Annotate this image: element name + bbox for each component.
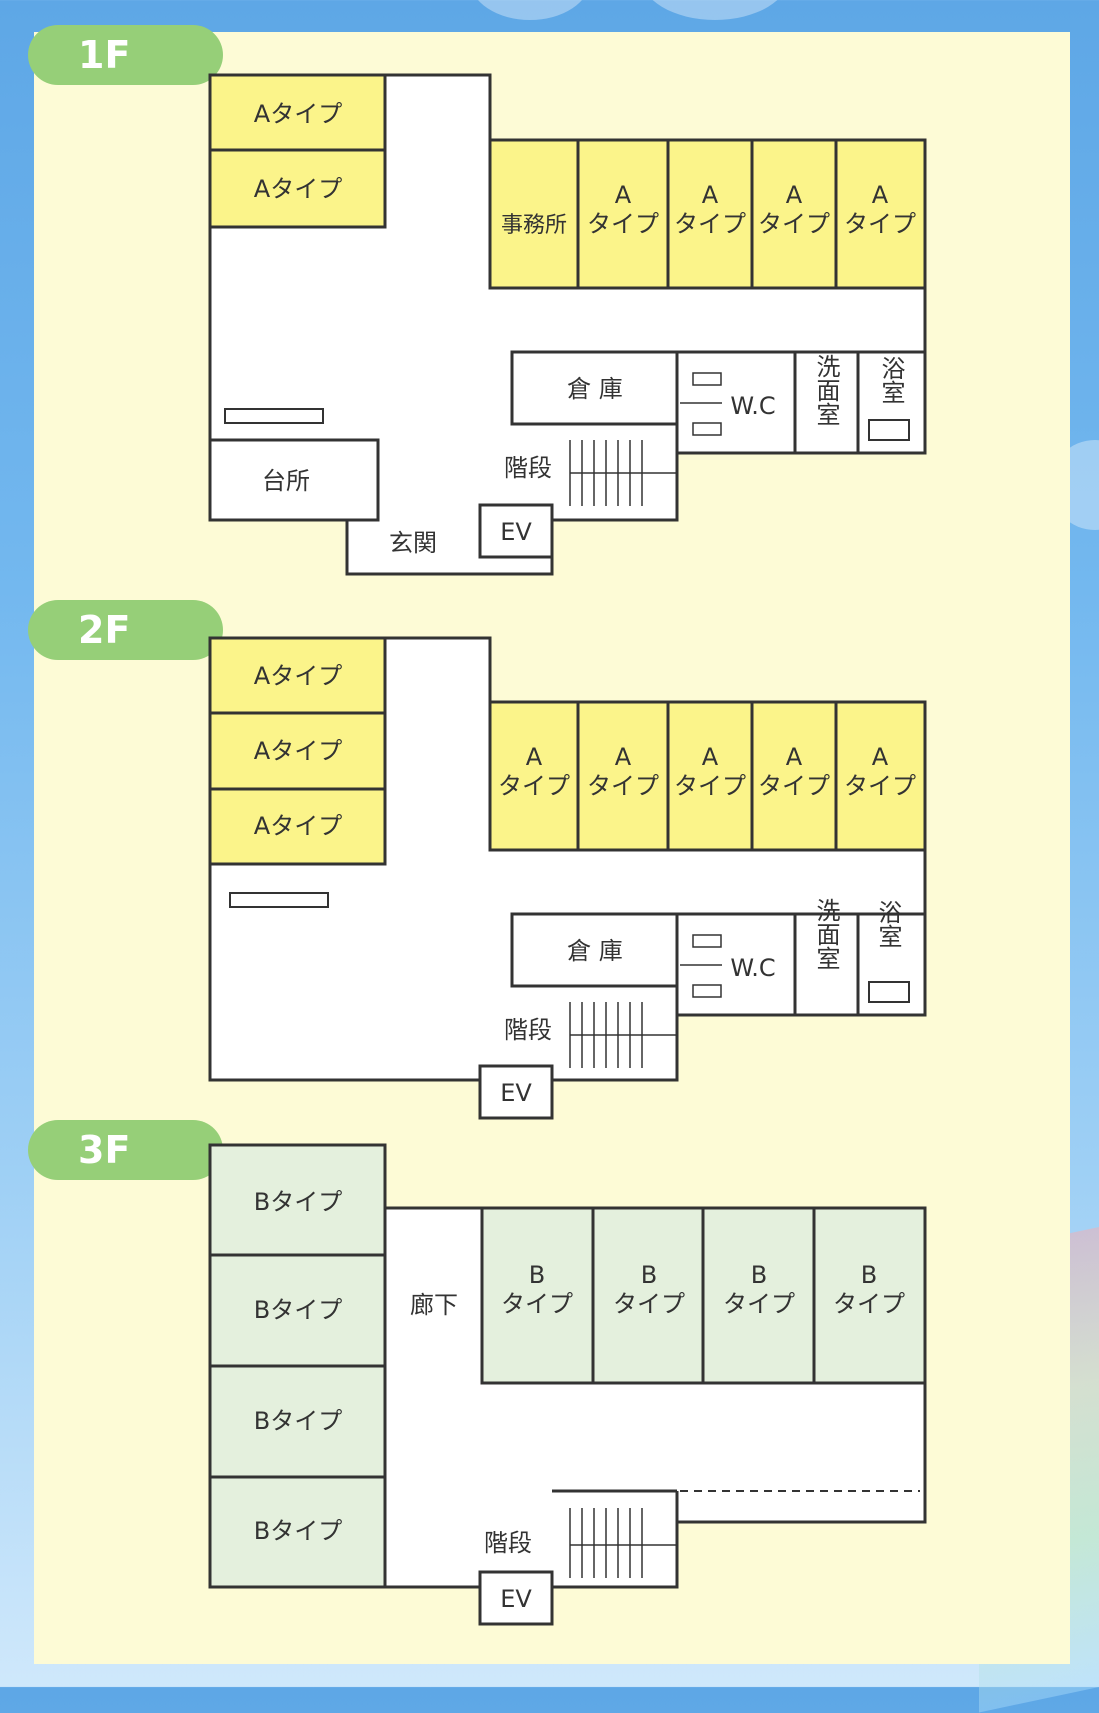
label-room: A bbox=[786, 181, 803, 209]
label-room: タイプ bbox=[501, 1290, 573, 1318]
floor-badge-1f: 1F bbox=[28, 25, 223, 85]
label-room: EV bbox=[500, 1585, 532, 1613]
label-room: Bタイプ bbox=[254, 1407, 342, 1435]
label-room: A bbox=[526, 743, 543, 771]
counter-icon bbox=[224, 408, 324, 424]
label-room: B bbox=[751, 1261, 767, 1289]
bathtub-icon bbox=[868, 981, 910, 1003]
room-a-top-4 bbox=[750, 700, 838, 852]
label-room: タイプ bbox=[844, 772, 916, 800]
room-storage bbox=[510, 912, 679, 988]
label-room: EV bbox=[500, 518, 532, 546]
label-room: W.C bbox=[730, 954, 775, 982]
room-a-left-2 bbox=[208, 711, 387, 791]
room-a-top-5 bbox=[834, 700, 927, 852]
label-room: Aタイプ bbox=[254, 100, 342, 128]
label-room: 階段 bbox=[504, 1016, 552, 1044]
label-room: 階段 bbox=[504, 454, 552, 482]
label-room: Aタイプ bbox=[254, 737, 342, 765]
label-room: A bbox=[702, 743, 719, 771]
room-a-left-1 bbox=[208, 636, 387, 715]
label-room: Bタイプ bbox=[254, 1188, 342, 1216]
floor-badge-3f: 3F bbox=[28, 1120, 223, 1180]
label-room: 台所 bbox=[262, 467, 310, 495]
counter-icon bbox=[229, 892, 329, 908]
label-room: タイプ bbox=[498, 772, 570, 800]
label-room: タイプ bbox=[674, 772, 746, 800]
label-room: Bタイプ bbox=[254, 1517, 342, 1545]
bathtub-icon bbox=[868, 419, 910, 441]
label-room: タイプ bbox=[758, 210, 830, 238]
label-room: EV bbox=[500, 1079, 532, 1107]
room-a-left-2 bbox=[208, 148, 387, 229]
floor-1f-plan bbox=[208, 73, 927, 576]
label-room: A bbox=[615, 743, 632, 771]
room-a-left-3 bbox=[208, 787, 387, 866]
label-room: 階段 bbox=[484, 1529, 532, 1557]
toilet-icon bbox=[680, 372, 722, 436]
label-room: 事務所 bbox=[501, 213, 567, 238]
room-b-top-2 bbox=[591, 1206, 705, 1385]
room-ev bbox=[478, 1064, 554, 1120]
label-room: 玄関 bbox=[389, 529, 437, 557]
label-room: A bbox=[872, 743, 889, 771]
room-b-left-2 bbox=[208, 1253, 387, 1368]
floor-badge-2f: 2F bbox=[28, 600, 223, 660]
label-room: タイプ bbox=[844, 210, 916, 238]
room-b-left-4 bbox=[208, 1475, 387, 1589]
room-b-top-1 bbox=[480, 1206, 595, 1385]
room-a-top-3 bbox=[750, 138, 838, 290]
label-room: タイプ bbox=[587, 772, 659, 800]
label-room: タイプ bbox=[613, 1290, 685, 1318]
label-room: B bbox=[641, 1261, 657, 1289]
label-room: W.C bbox=[730, 392, 775, 420]
room-b-top-3 bbox=[701, 1206, 816, 1385]
room-a-top-2 bbox=[576, 700, 670, 852]
room-a-top-1 bbox=[488, 700, 580, 852]
toilet-icon bbox=[680, 934, 722, 998]
stairs-icon bbox=[569, 440, 677, 506]
label-room: 浴室 bbox=[874, 900, 902, 948]
label-room: タイプ bbox=[723, 1290, 795, 1318]
room-storage bbox=[510, 350, 679, 426]
label-room: 倉 庫 bbox=[567, 937, 623, 965]
room-kitchen bbox=[208, 438, 380, 522]
label-room: Bタイプ bbox=[254, 1296, 342, 1324]
room-ev bbox=[478, 1570, 554, 1626]
room-a-top-4 bbox=[834, 138, 927, 290]
label-room: Aタイプ bbox=[254, 812, 342, 840]
label-room: タイプ bbox=[587, 210, 659, 238]
label-room: 廊下 bbox=[410, 1291, 458, 1319]
label-room: 洗面室 bbox=[812, 898, 840, 970]
floor-3f-plan bbox=[208, 1143, 927, 1626]
label-room: B bbox=[529, 1261, 545, 1289]
stairs-icon bbox=[569, 1002, 677, 1068]
label-room: Aタイプ bbox=[254, 175, 342, 203]
room-a-top-2 bbox=[666, 138, 754, 290]
label-room: 倉 庫 bbox=[567, 375, 623, 403]
label-room: 浴室 bbox=[877, 356, 905, 404]
label-room: A bbox=[702, 181, 719, 209]
room-b-top-4 bbox=[812, 1206, 927, 1385]
room-a-top-3 bbox=[666, 700, 754, 852]
stairs-icon bbox=[569, 1508, 677, 1578]
label-room: A bbox=[786, 743, 803, 771]
label-room: 洗面室 bbox=[812, 354, 840, 426]
room-ev bbox=[478, 503, 554, 559]
label-room: A bbox=[615, 181, 632, 209]
room-a-top-1 bbox=[576, 138, 670, 290]
room-a-left-1 bbox=[208, 73, 387, 152]
floor-2f-plan bbox=[208, 636, 927, 1120]
label-room: タイプ bbox=[833, 1290, 905, 1318]
label-room: A bbox=[872, 181, 889, 209]
room-washroom bbox=[793, 912, 860, 1017]
label-room: タイプ bbox=[674, 210, 746, 238]
label-room: タイプ bbox=[758, 772, 830, 800]
label-room: B bbox=[861, 1261, 877, 1289]
label-room: Aタイプ bbox=[254, 662, 342, 690]
